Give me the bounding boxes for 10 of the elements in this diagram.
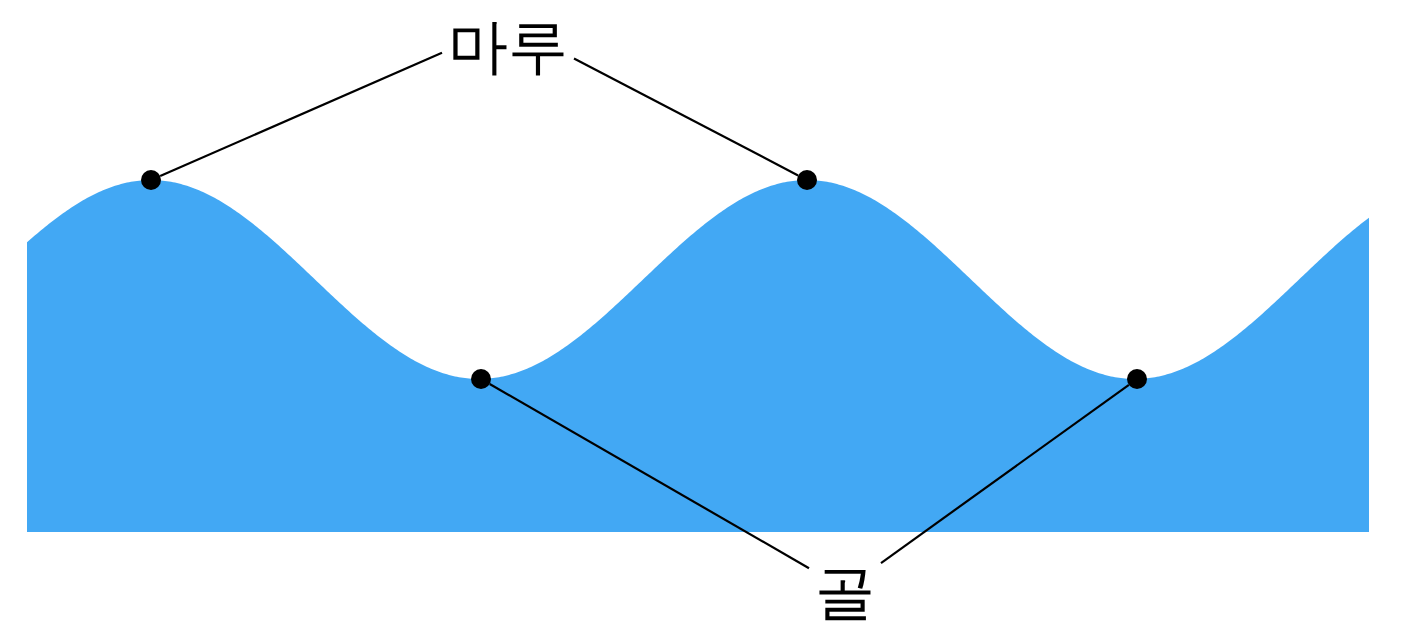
dot [797,170,817,190]
dot [141,170,161,190]
callout-label: 골 [809,562,881,622]
leader-line [159,51,443,177]
leader-line [573,57,799,177]
leader-line [880,383,1130,564]
callout-label: 마루 [442,16,574,76]
dot [471,369,491,389]
dot [1127,369,1147,389]
leader-line [489,383,810,570]
